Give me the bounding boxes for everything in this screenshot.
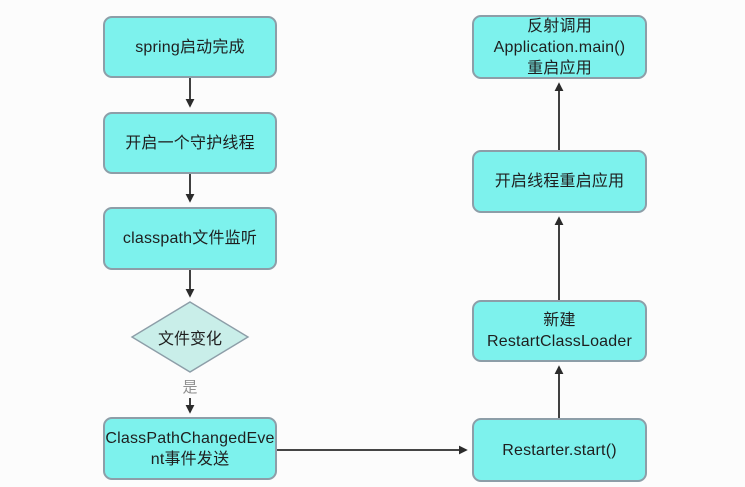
node-reflect-main: 反射调用 Application.main() 重启应用 <box>472 15 647 79</box>
decision-yes-label: 是 <box>170 377 210 396</box>
node-event-publish: ClassPathChangedEve nt事件发送 <box>103 417 277 480</box>
node-restart-thread-label: 开启线程重启应用 <box>494 173 625 190</box>
decision-yes-label-text: 是 <box>182 378 198 396</box>
node-reflect-main-line2: Application.main() <box>493 38 626 56</box>
node-new-restart-classloader: 新建 RestartClassLoader <box>472 300 647 362</box>
node-file-changed-decision-label: 文件变化 <box>157 331 222 348</box>
node-reflect-main-line1: 反射调用 <box>527 17 592 35</box>
node-spring-started-label: spring启动完成 <box>135 38 245 56</box>
node-restarter-start-label: Restarter.start() <box>502 441 617 459</box>
node-classpath-watch: classpath文件监听 <box>103 207 277 270</box>
node-classpath-watch-label: classpath文件监听 <box>122 230 258 247</box>
node-new-restart-classloader-line1: 新建 <box>543 312 576 329</box>
node-daemon-thread: 开启一个守护线程 <box>103 112 277 174</box>
node-daemon-thread-label: 开启一个守护线程 <box>125 134 255 152</box>
node-new-restart-classloader-line2: RestartClassLoader <box>487 333 632 350</box>
node-restarter-start: Restarter.start() <box>472 418 647 482</box>
node-event-publish-line2: nt事件发送 <box>150 450 230 468</box>
node-file-changed-decision: 文件变化 <box>132 322 248 352</box>
node-spring-started: spring启动完成 <box>103 16 277 78</box>
node-event-publish-line1: ClassPathChangedEve <box>105 429 275 447</box>
node-restart-thread: 开启线程重启应用 <box>472 150 647 213</box>
node-reflect-main-line3: 重启应用 <box>527 59 592 77</box>
